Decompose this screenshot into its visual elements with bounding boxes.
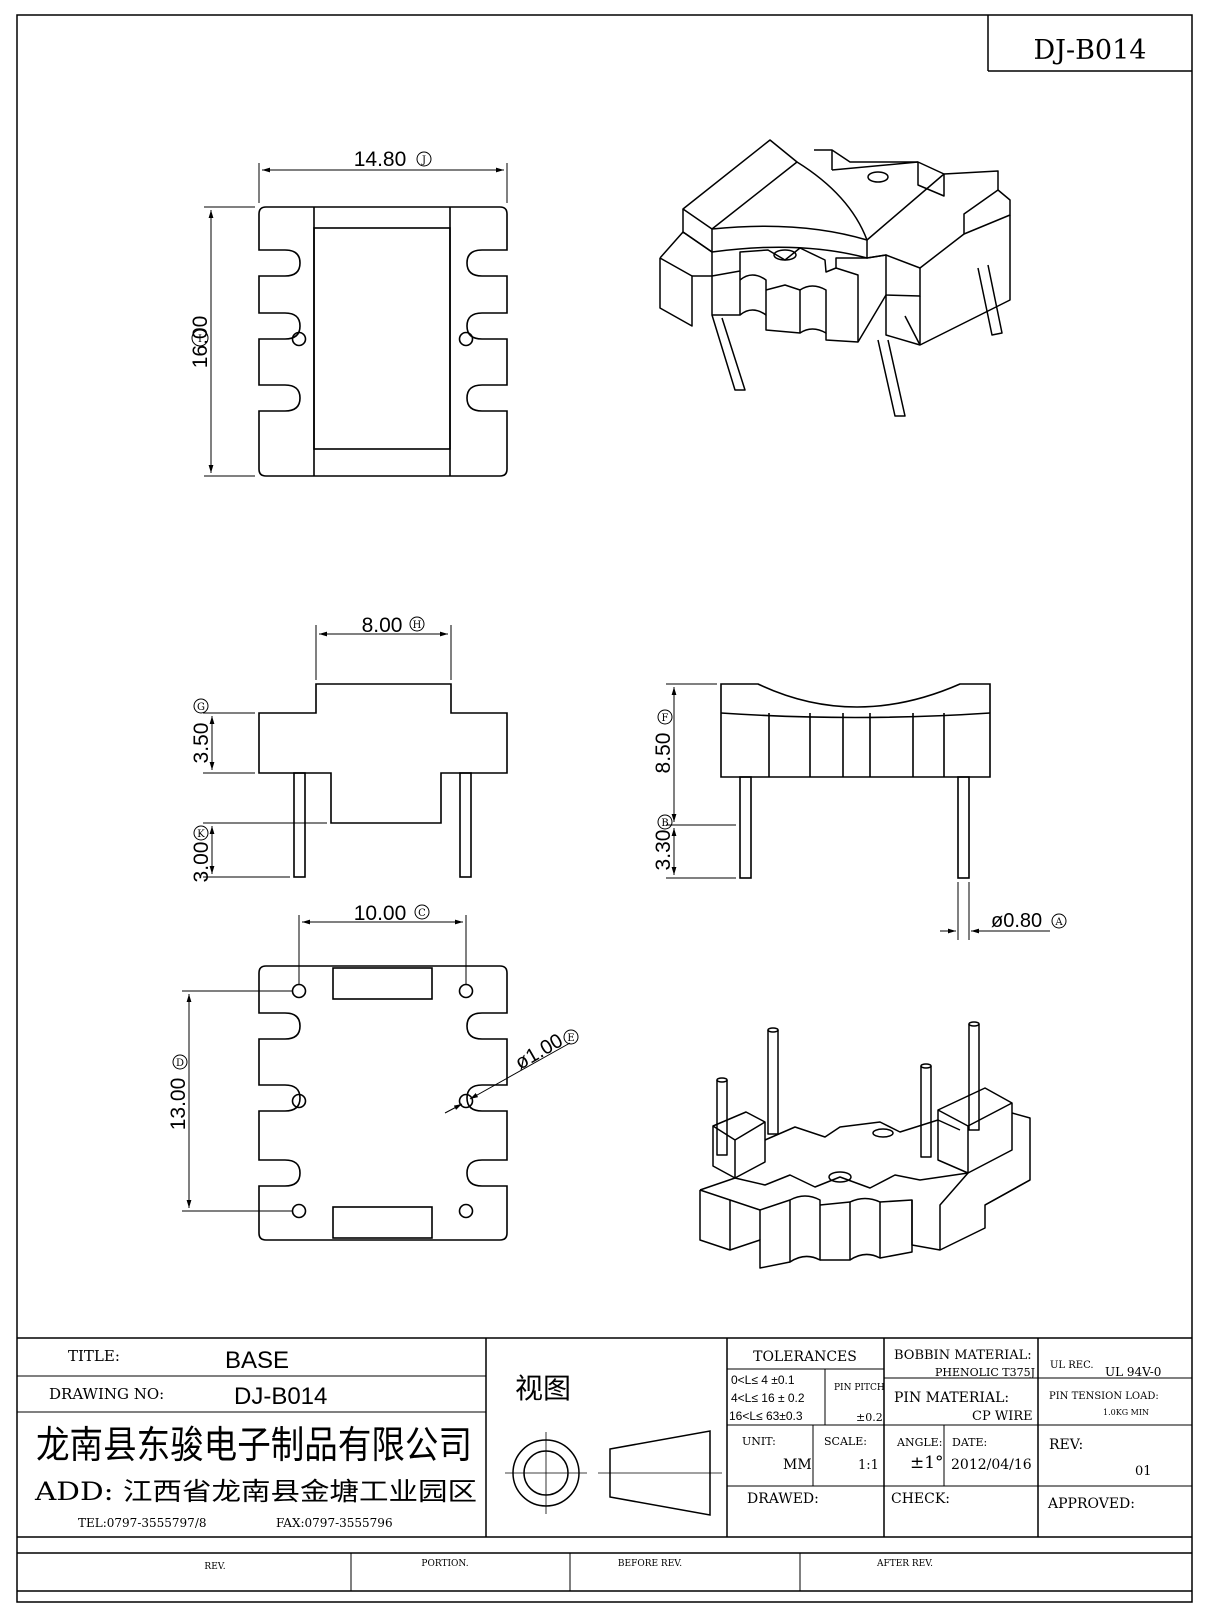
svg-text:J: J xyxy=(421,155,426,166)
bobbin-material-label: BOBBIN MATERIAL: xyxy=(894,1348,1032,1363)
bobbin-material-value: PHENOLIC T375J xyxy=(935,1366,1035,1379)
tolerance-row-1: 0<L≤ 4 ±0.1 xyxy=(731,1373,795,1387)
dim-top-width: 14.80 xyxy=(354,148,407,171)
svg-text:K: K xyxy=(197,829,205,840)
rev-label: REV: xyxy=(1049,1437,1083,1453)
tag-a: A xyxy=(1051,913,1067,929)
company-fax: FAX:0797-3555796 xyxy=(276,1516,393,1530)
pin-material-value: CP WIRE xyxy=(972,1409,1033,1424)
ul-rec-label: UL REC. xyxy=(1050,1360,1094,1371)
svg-text:H: H xyxy=(413,620,422,631)
date-label: DATE: xyxy=(952,1436,987,1449)
ul-rec-value: UL 94V-0 xyxy=(1105,1365,1161,1379)
dim-hole-diameter: ø1.00 xyxy=(512,1030,567,1075)
tag-c: C xyxy=(414,904,430,920)
svg-text:A: A xyxy=(1054,917,1063,928)
company-name: 龙南县东骏电子制品有限公司 xyxy=(36,1423,472,1467)
company-address: ADD: 江西省龙南县金塘工业园区 xyxy=(34,1477,477,1506)
revision-rev: REV. xyxy=(204,1562,225,1572)
angle-label: ANGLE: xyxy=(896,1436,942,1449)
side-view xyxy=(666,683,1050,940)
drawing-no-value: DJ-B014 xyxy=(234,1383,327,1410)
projection-symbol xyxy=(505,1430,722,1516)
dim-top-height: 16.00 xyxy=(189,316,212,369)
drawing-no-label: DRAWING NO: xyxy=(49,1385,164,1403)
pin-material-label: PIN MATERIAL: xyxy=(894,1390,1009,1406)
svg-text:3.00: 3.00 xyxy=(190,842,213,883)
isometric-view-top xyxy=(659,139,1011,417)
dim-side-pin: 3.30 xyxy=(652,830,675,871)
sheet-border xyxy=(16,14,1193,1603)
tolerances-label: TOLERANCES xyxy=(753,1349,857,1365)
pin-pitch-label: PIN PITCH xyxy=(834,1383,885,1393)
svg-text:16.00: 16.00 xyxy=(189,316,212,369)
pin-tension-label: PIN TENSION LOAD: xyxy=(1049,1391,1159,1402)
svg-text:G: G xyxy=(197,702,205,713)
tag-g: G xyxy=(193,698,209,714)
check-label: CHECK: xyxy=(891,1491,950,1507)
dim-front-step: 3.50 xyxy=(190,723,213,764)
title-block-frame xyxy=(17,1337,1192,1592)
dim-front-pin: 3.00 xyxy=(190,842,213,883)
dim-side-height: 8.50 xyxy=(652,733,675,774)
rev-value: 01 xyxy=(1135,1464,1152,1479)
view-label: 视图 xyxy=(515,1372,571,1405)
isometric-view-bottom xyxy=(699,1021,1031,1269)
revision-after: AFTER REV. xyxy=(876,1559,933,1569)
date-value: 2012/04/16 xyxy=(951,1457,1032,1473)
tag-i: I xyxy=(191,329,209,347)
svg-text:3.50: 3.50 xyxy=(190,723,213,764)
svg-text:B: B xyxy=(661,818,668,829)
approved-label: APPROVED: xyxy=(1047,1496,1135,1512)
front-view xyxy=(203,625,508,878)
tag-e: E xyxy=(563,1029,579,1045)
tag-h: H xyxy=(409,616,425,632)
revision-before: BEFORE REV. xyxy=(618,1559,682,1569)
top-view xyxy=(204,163,508,477)
tag-k: K xyxy=(193,825,209,841)
revision-portion: PORTION. xyxy=(421,1559,468,1569)
tag-b: B xyxy=(657,814,673,830)
dim-row-pitch: 13.00 xyxy=(167,1078,190,1131)
bottom-view xyxy=(182,915,571,1241)
unit-label: UNIT: xyxy=(742,1435,776,1448)
drawed-label: DRAWED: xyxy=(747,1491,819,1507)
tolerance-row-2: 4<L≤ 16 ± 0.2 xyxy=(731,1391,805,1405)
svg-text:E: E xyxy=(567,1033,574,1044)
drawing-code-box: DJ-B014 xyxy=(987,15,1192,72)
svg-text:ø1.00: ø1.00 xyxy=(512,1030,567,1075)
svg-text:I: I xyxy=(198,334,202,345)
tag-f: F xyxy=(657,709,673,725)
tag-j: J xyxy=(416,151,432,167)
dim-front-top-width: 8.00 xyxy=(362,614,403,637)
tolerance-row-3: 16<L≤ 63±0.3 xyxy=(729,1409,803,1423)
title-value: BASE xyxy=(225,1347,289,1374)
scale-label: SCALE: xyxy=(824,1435,867,1448)
dim-pin-pitch: 10.00 xyxy=(354,902,407,925)
title-label: TITLE: xyxy=(68,1347,120,1365)
svg-text:13.00: 13.00 xyxy=(167,1078,190,1131)
svg-text:C: C xyxy=(418,908,426,919)
unit-value: MM xyxy=(783,1457,812,1473)
tag-d: D xyxy=(172,1054,188,1070)
pin-pitch-value: ±0.2 xyxy=(856,1411,883,1424)
angle-value: ±1° xyxy=(910,1453,944,1473)
scale-value: 1:1 xyxy=(858,1458,879,1473)
drawing-code: DJ-B014 xyxy=(1034,35,1147,66)
company-tel: TEL:0797-3555797/8 xyxy=(78,1516,207,1530)
dim-pin-diameter: ø0.80 xyxy=(991,910,1042,932)
svg-text:8.50: 8.50 xyxy=(652,733,675,774)
pin-tension-value: 1.0KG MIN xyxy=(1103,1408,1149,1417)
svg-text:D: D xyxy=(176,1058,184,1069)
svg-text:F: F xyxy=(662,713,669,724)
svg-text:3.30: 3.30 xyxy=(652,830,675,871)
